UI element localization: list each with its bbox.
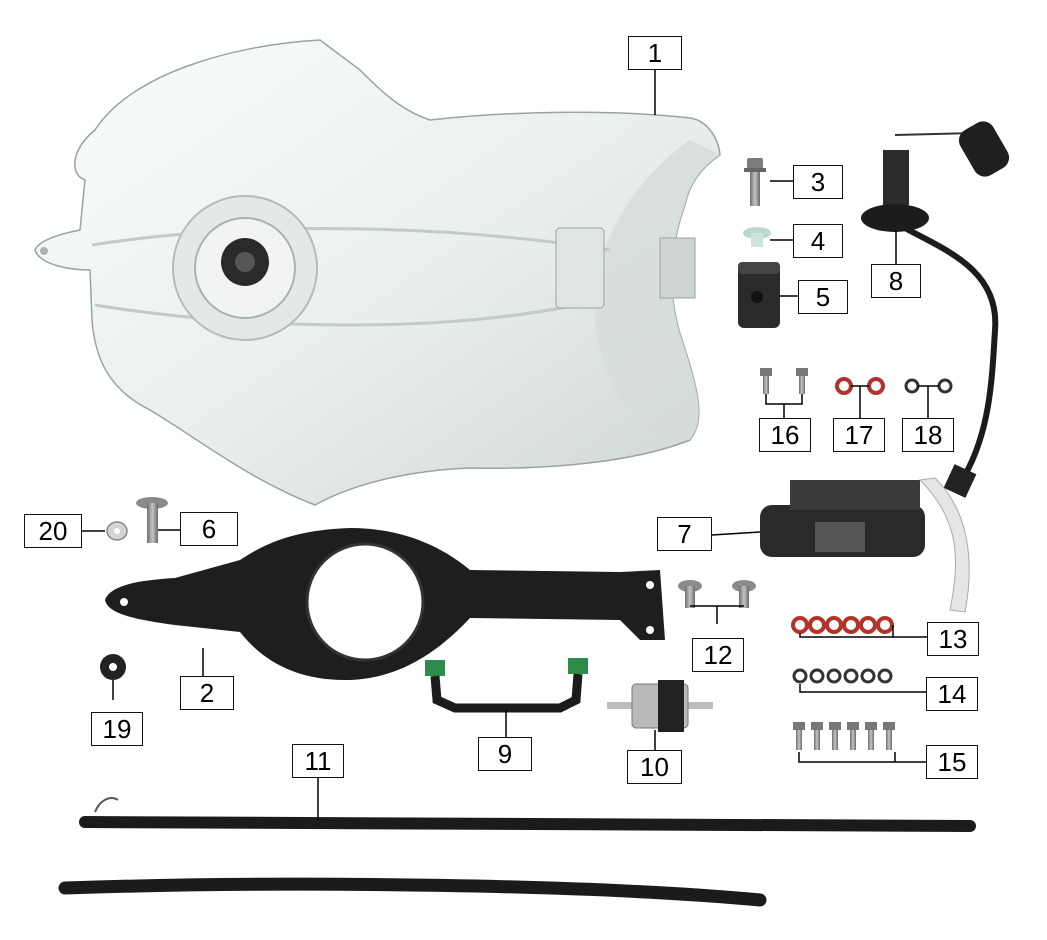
callout-19: 19 xyxy=(91,712,143,746)
callout-4: 4 xyxy=(793,224,843,258)
callout-7: 7 xyxy=(657,517,712,551)
callout-1: 1 xyxy=(628,36,682,70)
callout-14: 14 xyxy=(926,677,978,711)
rubber-grommet-part xyxy=(100,654,126,680)
flange-bolt-part xyxy=(744,158,766,206)
callout-16: 16 xyxy=(759,418,811,452)
hose-part xyxy=(58,797,976,907)
callout-18: 18 xyxy=(902,418,954,452)
callout-9: 9 xyxy=(478,737,532,771)
washer-part xyxy=(106,521,128,541)
callout-10: 10 xyxy=(627,750,682,784)
callout-2: 2 xyxy=(180,676,234,710)
callout-11: 11 xyxy=(292,744,344,778)
fuel-filter-part xyxy=(607,680,713,732)
callout-20: 20 xyxy=(24,514,82,548)
callout-17: 17 xyxy=(833,418,885,452)
fuel-level-sensor-part xyxy=(861,121,1010,498)
rubber-cushion-part xyxy=(738,262,780,328)
fuel-hose-quick-connector-part xyxy=(425,658,588,713)
callout-13: 13 xyxy=(927,622,979,656)
flange-bolts-part xyxy=(678,580,756,608)
bolt-part xyxy=(136,497,168,543)
leader-lines xyxy=(82,68,939,820)
flange-bolts-set-part xyxy=(793,722,895,750)
tank-bracket-part xyxy=(105,528,665,680)
fuel-tank xyxy=(34,39,721,506)
red-washers-part xyxy=(791,616,894,634)
dark-washers-part xyxy=(792,668,893,684)
bolts-pair-part xyxy=(760,368,808,394)
rivet-part xyxy=(743,227,771,247)
callout-15: 15 xyxy=(926,745,978,779)
callout-12: 12 xyxy=(692,638,744,672)
callout-5: 5 xyxy=(798,280,848,314)
callout-8: 8 xyxy=(871,264,921,298)
callout-3: 3 xyxy=(793,165,843,199)
callout-6: 6 xyxy=(180,512,238,546)
fuel-pump-assembly-part xyxy=(760,477,970,613)
